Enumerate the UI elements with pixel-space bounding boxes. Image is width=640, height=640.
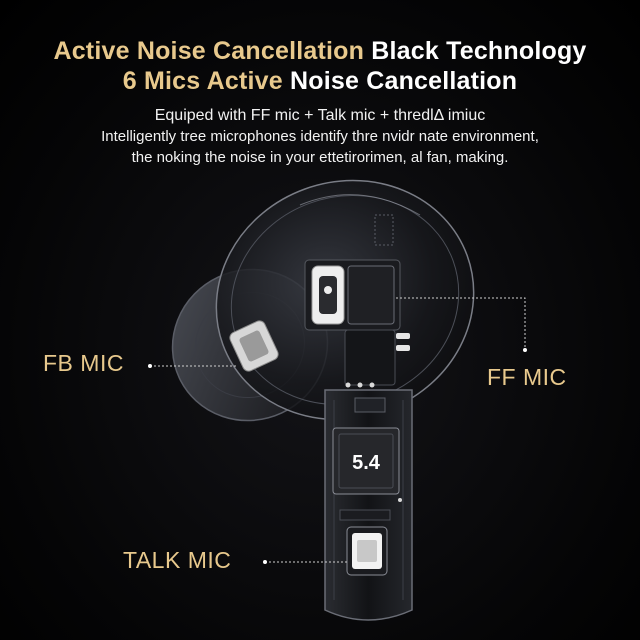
earbud-stem xyxy=(324,389,413,621)
description-line-3: the noking the noise in your ettetirorim… xyxy=(131,149,509,166)
headline-gold-text: 6 Mics Active xyxy=(122,67,283,95)
headline-gold-text: Active Noise Cancellation xyxy=(53,37,365,65)
chip-version-label: 5.4 xyxy=(352,452,381,474)
talk-mic-component xyxy=(346,526,388,576)
headline-line-1: Active Noise Cancellation Black Technolo… xyxy=(0,36,640,66)
headline-white-text: Noise Cancellation xyxy=(289,67,518,95)
description-line-1: Equiped with FF mic + Talk mic + thredlΔ… xyxy=(154,107,486,124)
leader-lines xyxy=(148,297,527,564)
bluetooth-chip: 5.4 xyxy=(332,427,400,495)
fb-mic-label: FB MIC xyxy=(43,350,124,376)
fb-mic-component xyxy=(229,320,279,372)
ff-mic-leader-line xyxy=(396,297,526,350)
headline-white-text: Black Technology xyxy=(371,37,587,65)
ff-mic-label: FF MIC xyxy=(487,364,567,390)
talk-mic-label: TALK MIC xyxy=(123,547,232,573)
headline-line-2: 6 Mics Active Noise Cancellation xyxy=(0,66,640,96)
description-line-2: Intelligently tree microphones identify … xyxy=(101,128,539,145)
ff-mic-component xyxy=(311,265,395,325)
